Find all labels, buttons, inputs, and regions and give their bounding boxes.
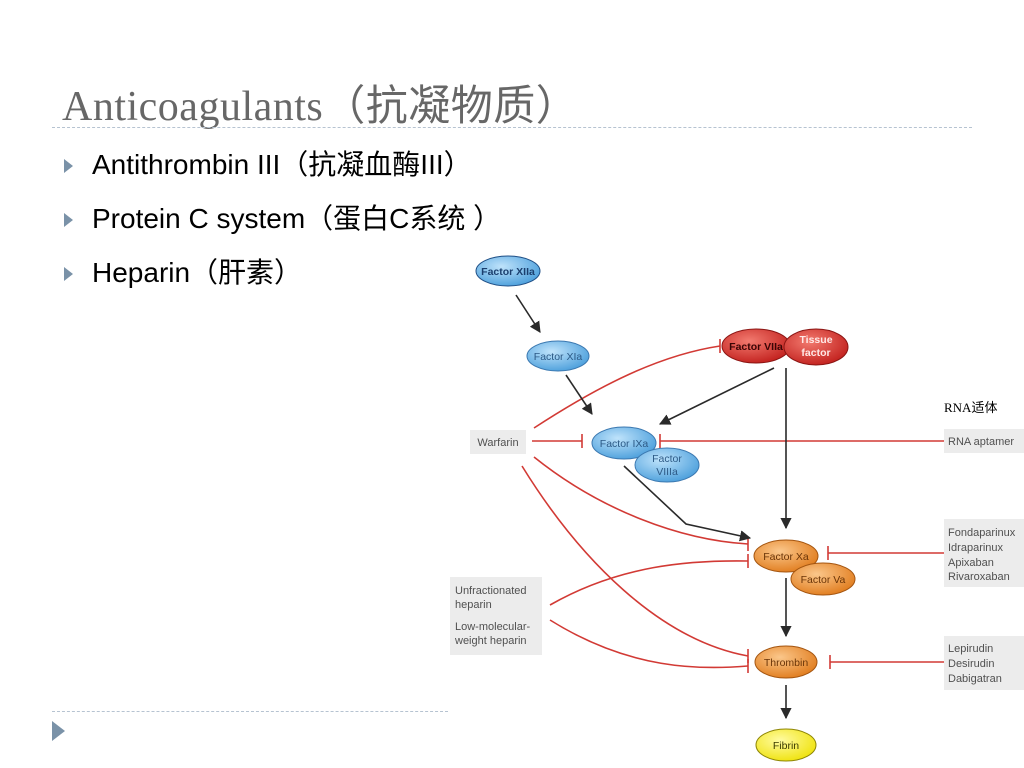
thrombin-inhibitor-label: Dabigatran — [948, 673, 1002, 685]
svg-text:Tissue: Tissue — [799, 334, 832, 346]
xa-inhibitor-label: Idraparinux — [948, 542, 1004, 554]
bullet-item-antithrombin: Antithrombin III（抗凝血酶III） — [62, 143, 501, 197]
bullet-text: Heparin（肝素） — [92, 257, 303, 288]
lmwh-label: Low-molecular- — [455, 621, 531, 633]
bullet-list: Antithrombin III（抗凝血酶III） Protein C syst… — [62, 143, 501, 305]
heparin-to-xa-line — [549, 560, 749, 606]
inhibition-lines — [521, 339, 944, 673]
slide-title: Anticoagulants（抗凝物质） — [62, 84, 579, 130]
svg-text:Fibrin: Fibrin — [773, 740, 799, 752]
warfarin-box: Warfarin — [470, 430, 526, 454]
bullet-triangle-icon — [64, 267, 73, 281]
node-factor-viiia: Factor VIIIa — [634, 447, 700, 483]
activation-arrows — [515, 294, 792, 720]
thrombin-inhibitor-box: Lepirudin Desirudin Dabigatran — [944, 636, 1024, 690]
svg-text:Factor XIIa: Factor XIIa — [481, 266, 535, 278]
arrow-xiia-to-xia — [515, 294, 541, 333]
node-factor-ixa: Factor IXa — [591, 426, 657, 460]
node-tissue-factor: Tissue factor — [783, 328, 849, 366]
bullet-item-heparin: Heparin（肝素） — [62, 251, 501, 305]
svg-text:factor: factor — [801, 347, 830, 359]
warfarin-to-xa-line — [533, 456, 749, 545]
svg-text:Factor IXa: Factor IXa — [600, 438, 649, 450]
node-fibrin: Fibrin — [755, 728, 817, 762]
node-factor-xa: Factor Xa — [753, 539, 819, 573]
svg-text:Factor Xa: Factor Xa — [763, 551, 809, 563]
warfarin-label: Warfarin — [477, 437, 518, 449]
title-divider — [52, 127, 972, 128]
rna-aptamer-label: RNA aptamer — [948, 436, 1014, 448]
svg-text:Factor VIIa: Factor VIIa — [729, 341, 783, 353]
bullet-text: Antithrombin III（抗凝血酶III） — [92, 149, 472, 180]
rna-aptamer-note: RNA适体 — [944, 400, 997, 415]
svg-text:Factor Va: Factor Va — [801, 574, 846, 586]
heparin-to-thrombin-line — [549, 619, 749, 669]
heparin-box: Unfractionated heparin Low-molecular- we… — [450, 577, 542, 655]
rna-aptamer-box: RNA aptamer — [944, 429, 1024, 453]
thrombin-inhibitor-label: Desirudin — [948, 658, 994, 670]
heparin-label: heparin — [455, 599, 492, 611]
bullet-item-protein-c: Protein C system（蛋白C系统 ） — [62, 197, 501, 251]
arrow-xia-to-ixa — [565, 374, 593, 415]
thrombin-inhibitor-label: Lepirudin — [948, 643, 993, 655]
warfarin-to-viia-line — [533, 345, 721, 429]
node-thrombin: Thrombin — [754, 645, 818, 679]
xa-inhibitor-label: Rivaroxaban — [948, 571, 1010, 583]
coagulation-cascade-diagram: Warfarin Unfractionated heparin Low-mole… — [450, 255, 1024, 762]
xa-inhibitor-box: Fondaparinux Idraparinux Apixaban Rivaro… — [944, 519, 1024, 587]
node-factor-xia: Factor XIa — [526, 340, 590, 372]
svg-text:Factor XIa: Factor XIa — [534, 351, 583, 363]
xa-inhibitor-label: Apixaban — [948, 557, 994, 569]
bullet-triangle-icon — [64, 159, 73, 173]
bullet-triangle-icon — [64, 213, 73, 227]
heparin-label: Unfractionated — [455, 585, 527, 597]
warfarin-to-thrombin-line — [521, 465, 749, 657]
arrow-ixa-to-xa — [623, 465, 752, 542]
arrow-viia-to-ixa — [658, 367, 775, 425]
svg-text:Thrombin: Thrombin — [764, 657, 809, 669]
node-factor-va: Factor Va — [790, 562, 856, 596]
node-factor-xiia: Factor XIIa — [475, 255, 541, 287]
bullet-text: Protein C system（蛋白C系统 ） — [92, 203, 502, 234]
svg-text:Factor: Factor — [652, 453, 682, 465]
footer-divider — [52, 711, 448, 712]
slide-nav-triangle-icon — [52, 721, 65, 741]
svg-text:VIIIa: VIIIa — [656, 466, 678, 478]
node-factor-viia: Factor VIIa — [721, 328, 791, 364]
lmwh-label: weight heparin — [454, 635, 527, 647]
xa-inhibitor-label: Fondaparinux — [948, 527, 1016, 539]
